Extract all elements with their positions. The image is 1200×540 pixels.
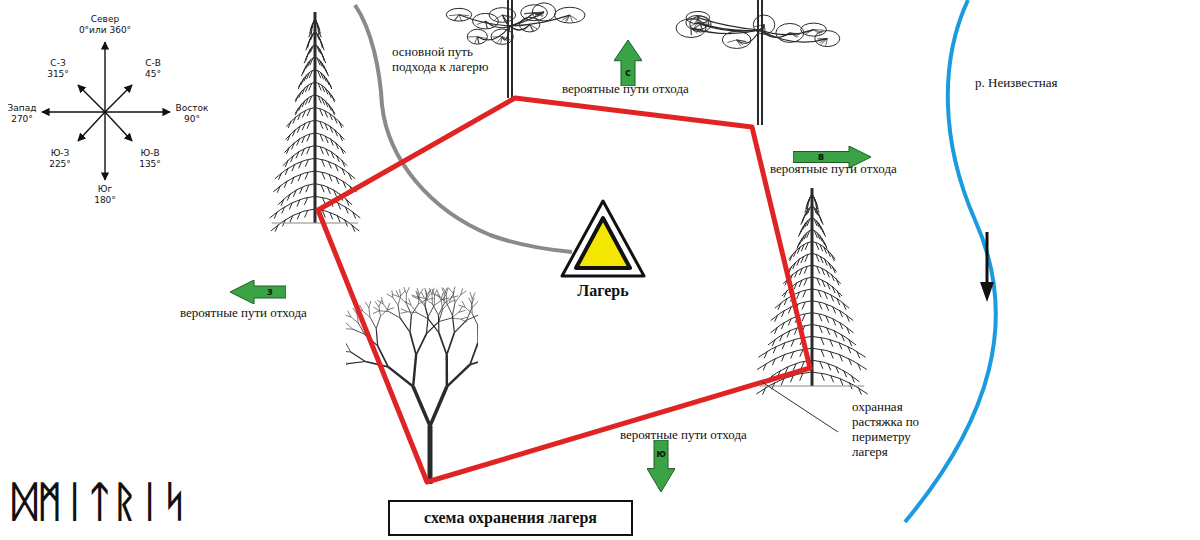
retreat-arrow-south: ю bbox=[647, 440, 675, 492]
retreat-label: вероятные пути отхода bbox=[562, 82, 689, 97]
compass-label: Восток bbox=[176, 103, 209, 113]
retreat-arrow-north: с bbox=[614, 40, 642, 86]
approach-path-label: основной путь подхода к лагерю bbox=[392, 45, 492, 75]
direction-letter: с bbox=[625, 68, 631, 78]
compass-degrees: 180° bbox=[94, 195, 116, 205]
direction-letter: в bbox=[818, 152, 824, 162]
compass-rose bbox=[42, 42, 170, 180]
compass-degrees: 0°или 360° bbox=[79, 25, 131, 35]
river-name: р. Неизвестная bbox=[975, 76, 1058, 91]
title-box: схема охранения лагеря bbox=[388, 500, 633, 536]
compass-label: Ю-З bbox=[51, 148, 70, 158]
compass-label: Запад bbox=[8, 103, 37, 113]
deciduous-tree bbox=[346, 287, 478, 484]
pine-tree bbox=[676, 0, 840, 125]
tripwire-label: охранная растяжка по периметру лагеря bbox=[852, 400, 947, 460]
trees bbox=[270, 0, 868, 484]
camp-triangle bbox=[558, 198, 648, 280]
retreat-arrow-west: з bbox=[230, 280, 286, 304]
camp-marker: Лагерь bbox=[558, 198, 648, 302]
arrow-shape bbox=[647, 440, 675, 492]
title-text: схема охранения лагеря bbox=[424, 509, 597, 527]
compass-label: Ю-В bbox=[140, 148, 159, 158]
compass-degrees: 135° bbox=[139, 159, 161, 169]
arrow-shape bbox=[230, 280, 286, 304]
camp-label: Лагерь bbox=[558, 282, 648, 300]
flow-arrow bbox=[980, 232, 994, 302]
author-signature: ᛞᛗᛁᛏᚱᛁᛋ bbox=[12, 478, 187, 526]
compass-degrees: 45° bbox=[145, 69, 161, 79]
leader-line bbox=[762, 382, 838, 432]
compass-label: Юг bbox=[98, 184, 112, 194]
compass-label: Север bbox=[91, 14, 119, 24]
perimeter-tripwire bbox=[318, 98, 810, 482]
retreat-label: вероятные пути отхода bbox=[620, 428, 747, 443]
compass-degrees: 315° bbox=[47, 69, 69, 79]
compass-label: С-В bbox=[145, 58, 161, 68]
retreat-label: вероятные пути отхода bbox=[180, 306, 307, 321]
compass-degrees: 270° bbox=[11, 114, 33, 124]
compass-label: С-З bbox=[50, 58, 65, 68]
arrow-shape bbox=[614, 40, 642, 86]
compass-degrees: 225° bbox=[49, 159, 71, 169]
spruce-tree bbox=[270, 12, 361, 232]
direction-letter: з bbox=[267, 287, 273, 297]
direction-letter: ю bbox=[656, 449, 666, 459]
retreat-label: вероятные пути отхода bbox=[770, 162, 897, 177]
compass-degrees: 90° bbox=[184, 114, 200, 124]
